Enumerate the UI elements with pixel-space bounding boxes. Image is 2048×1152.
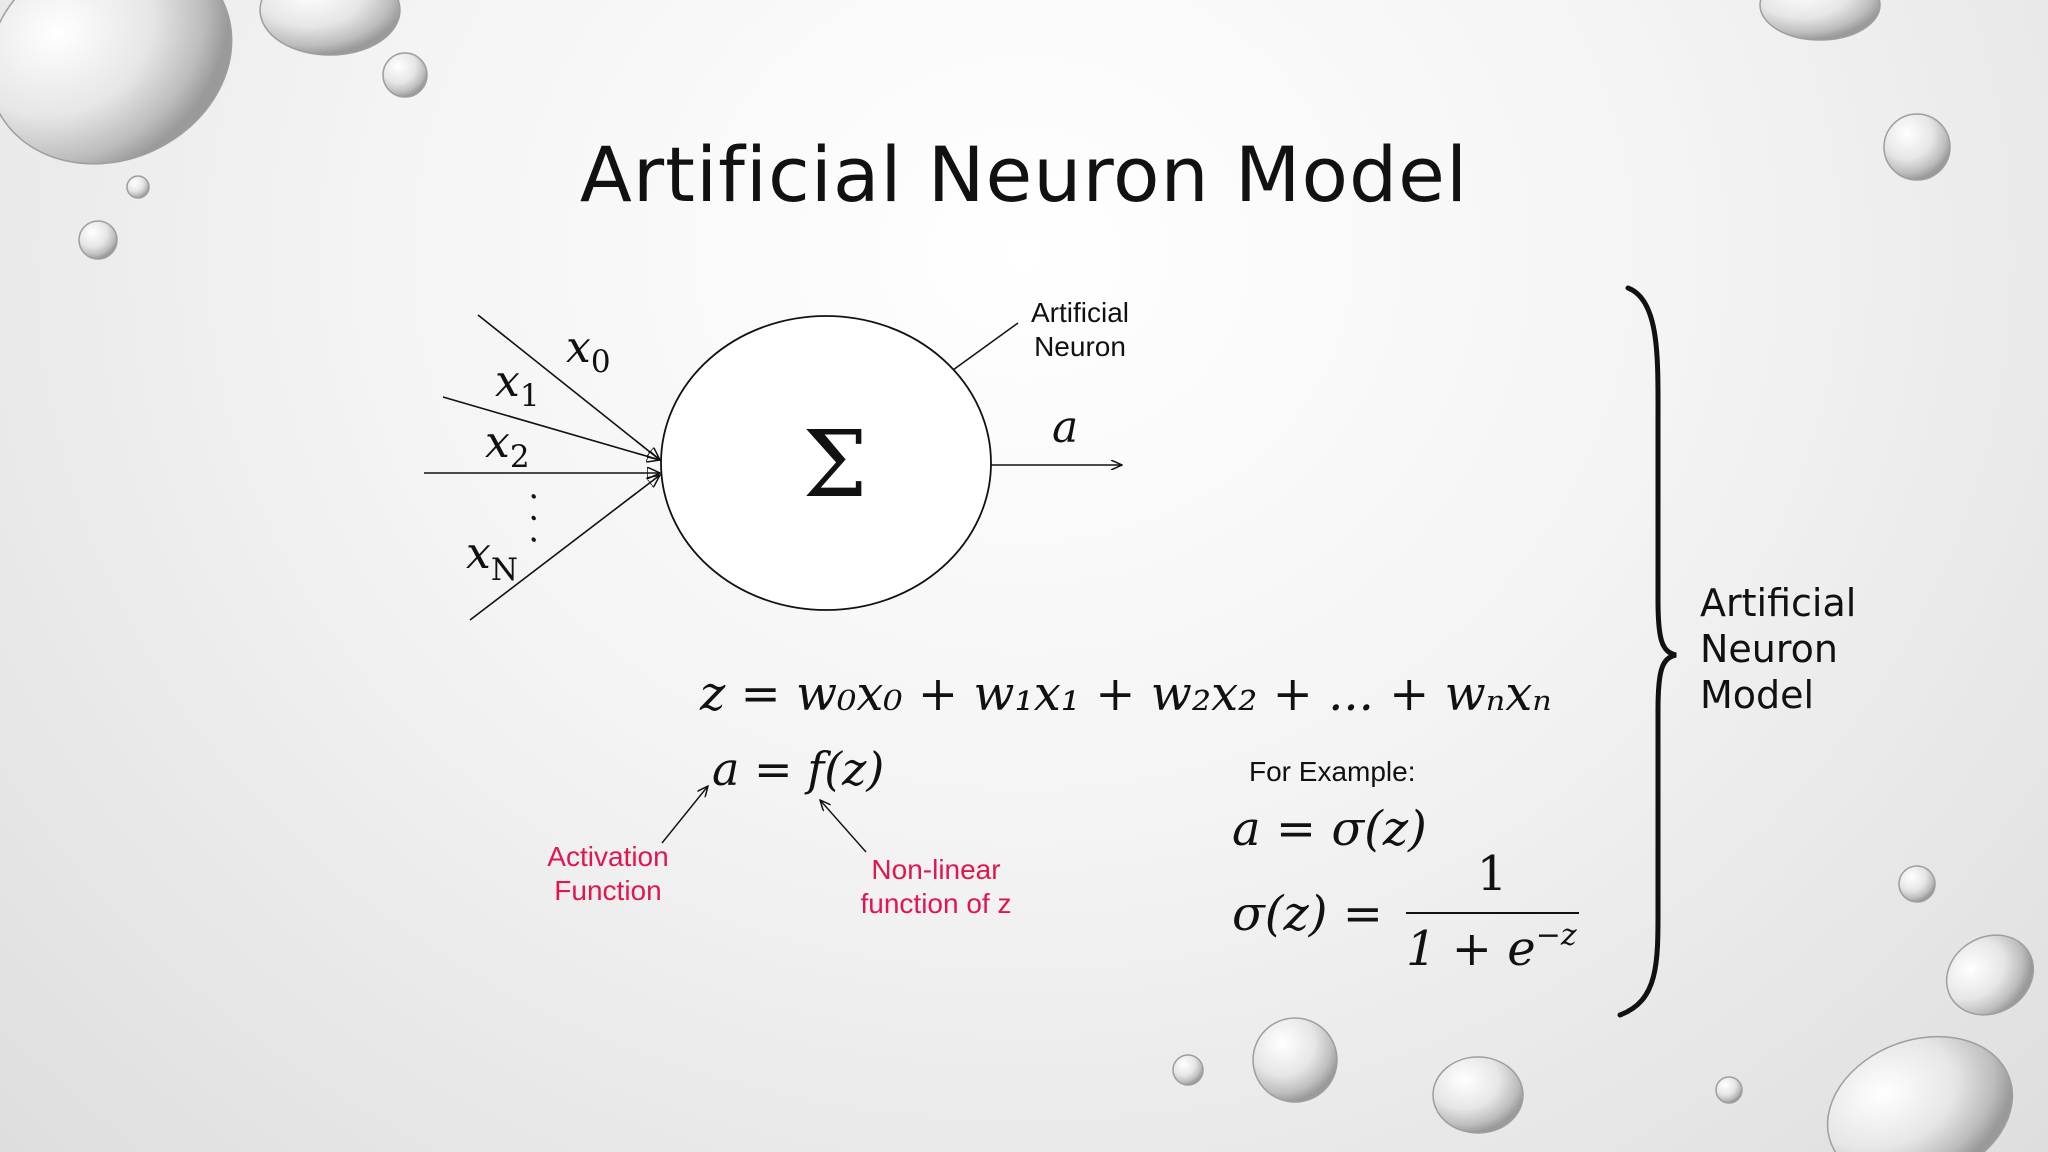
input-ellipsis: · · · [513,491,553,545]
nonlinear-note-line1: Non-linear [871,854,1000,885]
neuron-label-line1: Artificial [1031,297,1129,328]
sigma-lhs: σ(z) = [1232,886,1383,942]
neuron-label-line2: Neuron [1034,331,1126,362]
droplet [259,0,401,56]
input-line-xN [469,475,660,621]
bracket-label: Artificial Neuron Model [1700,580,1856,718]
output-label-a: a [1052,402,1078,453]
droplet [1432,1056,1524,1134]
input-label-x1: x1 [495,356,540,414]
droplet [1883,113,1951,181]
input-label-xN: xN [466,528,518,588]
activation-arrow [661,786,708,844]
bracket-label-line3: Model [1700,673,1815,717]
droplet [1759,0,1881,41]
curly-brace [1617,285,1677,1018]
droplet [1945,934,2035,1016]
neuron-callout-line [952,322,1019,371]
example-label: For Example: [1249,756,1416,787]
droplet [126,175,150,199]
a-equation: a = f(z) [712,742,884,796]
slide-title: Artificial Neuron Model [579,130,1469,219]
activation-note-line1: Activation [547,841,668,872]
droplet [0,0,233,165]
input-label-x0: x0 [566,322,611,380]
droplet [1898,865,1936,903]
input-line-x0 [477,314,660,460]
input-label-x2: x2 [485,417,530,475]
sigma-numerator: 1 [1477,846,1508,902]
droplet [1172,1054,1204,1086]
neuron-circle [660,315,992,611]
droplet [78,220,118,260]
sigma-denominator: 1 + e−z [1406,918,1577,977]
nonlinear-note-line2: function of z [861,888,1012,919]
activation-note-line2: Function [554,875,661,906]
sigma-symbol: Σ [802,411,867,518]
droplet [1252,1017,1338,1103]
nonlinear-arrow [820,800,867,853]
bracket-label-line2: Neuron [1700,627,1839,671]
input-line-x1 [442,396,660,460]
bracket-label-line1: Artificial [1700,581,1857,625]
droplet [382,52,428,98]
droplet [1715,1076,1743,1104]
droplet [1826,1035,2014,1152]
z-equation: z = w₀x₀ + w₁x₁ + w₂x₂ + ... + wₙxₙ [699,666,1552,722]
example-a-equation: a = σ(z) [1232,801,1427,857]
